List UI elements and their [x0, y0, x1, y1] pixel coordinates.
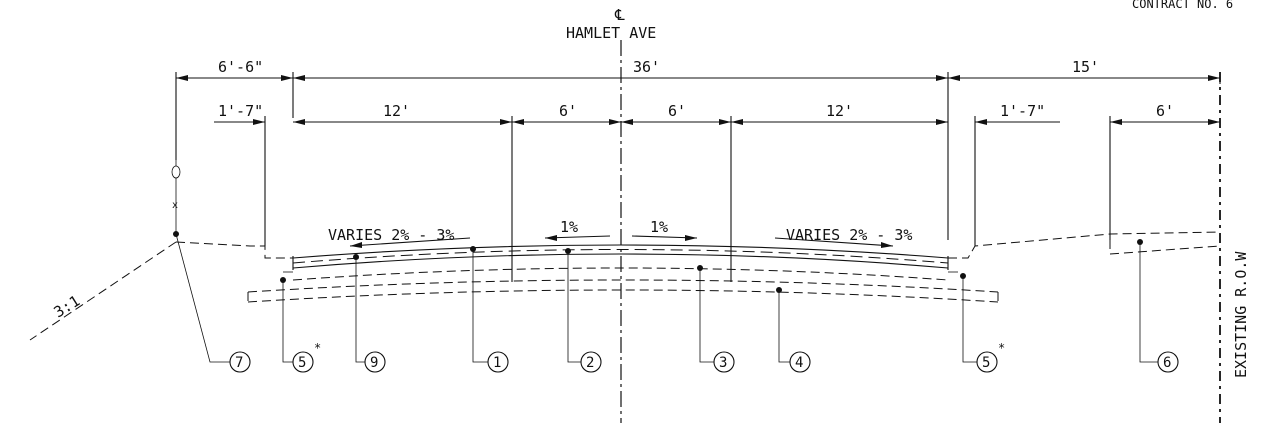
street-name: HAMLET AVE [566, 24, 656, 42]
svg-text:6: 6 [1163, 355, 1171, 371]
sidewalk-outline [1109, 240, 1221, 255]
existing-ground-right [948, 231, 1221, 259]
embankment-slope [29, 241, 177, 341]
callout-3: 3 [713, 351, 735, 373]
svg-text:*: * [998, 341, 1005, 355]
dim-right-curb: 1'-7" [1000, 102, 1045, 120]
dim-left-curb: 1'-7" [218, 102, 263, 120]
dim-roadway: 36' [633, 58, 660, 76]
dim-left-strip: 6'-6" [218, 58, 263, 76]
callout-4: 4 [789, 351, 811, 373]
slope-left-varies: VARIES 2% - 3% [328, 226, 454, 244]
top-dimension-row [175, 72, 1221, 240]
callout-5-left: 5 * [292, 341, 321, 373]
existing-ground-left [175, 241, 293, 259]
slope-right-varies: VARIES 2% - 3% [786, 226, 912, 244]
svg-text:3: 3 [719, 355, 727, 371]
dim-sidewalk: 6' [1156, 102, 1174, 120]
callout-2: 2 [580, 351, 602, 373]
svg-text:*: * [314, 341, 321, 355]
callout-7: 7 [229, 351, 251, 373]
embankment-slope-label: 3:1 [51, 292, 84, 322]
centerline-symbol: ℄ [614, 6, 625, 24]
dim-right-strip: 15' [1072, 58, 1099, 76]
second-dimension-row [214, 116, 1220, 282]
callout-5-right: 5 * [976, 341, 1005, 373]
dim-half-left: 6' [559, 102, 577, 120]
callout-leaders [173, 231, 1158, 363]
slope-crown-right: 1% [650, 218, 668, 236]
contract-number: CONTRACT NO. 6 [1132, 0, 1233, 11]
callout-1: 1 [487, 351, 509, 373]
svg-text:x: x [172, 200, 178, 211]
svg-text:7: 7 [235, 355, 243, 371]
svg-text:5: 5 [298, 355, 306, 371]
svg-text:2: 2 [586, 355, 594, 371]
svg-text:1: 1 [493, 355, 501, 371]
slope-arrows [349, 235, 894, 248]
svg-text:5: 5 [982, 355, 990, 371]
right-of-way-label: EXISTING R.O.W [1232, 251, 1250, 378]
callout-9: 9 [364, 351, 386, 373]
svg-text:9: 9 [370, 355, 378, 371]
light-pole-symbol: x [171, 160, 181, 232]
slope-crown-left: 1% [560, 218, 578, 236]
svg-text:4: 4 [795, 355, 803, 371]
dim-half-right: 6' [668, 102, 686, 120]
pavement-section [247, 244, 999, 303]
callout-6: 6 [1157, 351, 1179, 373]
dim-lane-left: 12' [383, 102, 410, 120]
dim-lane-right: 12' [826, 102, 853, 120]
